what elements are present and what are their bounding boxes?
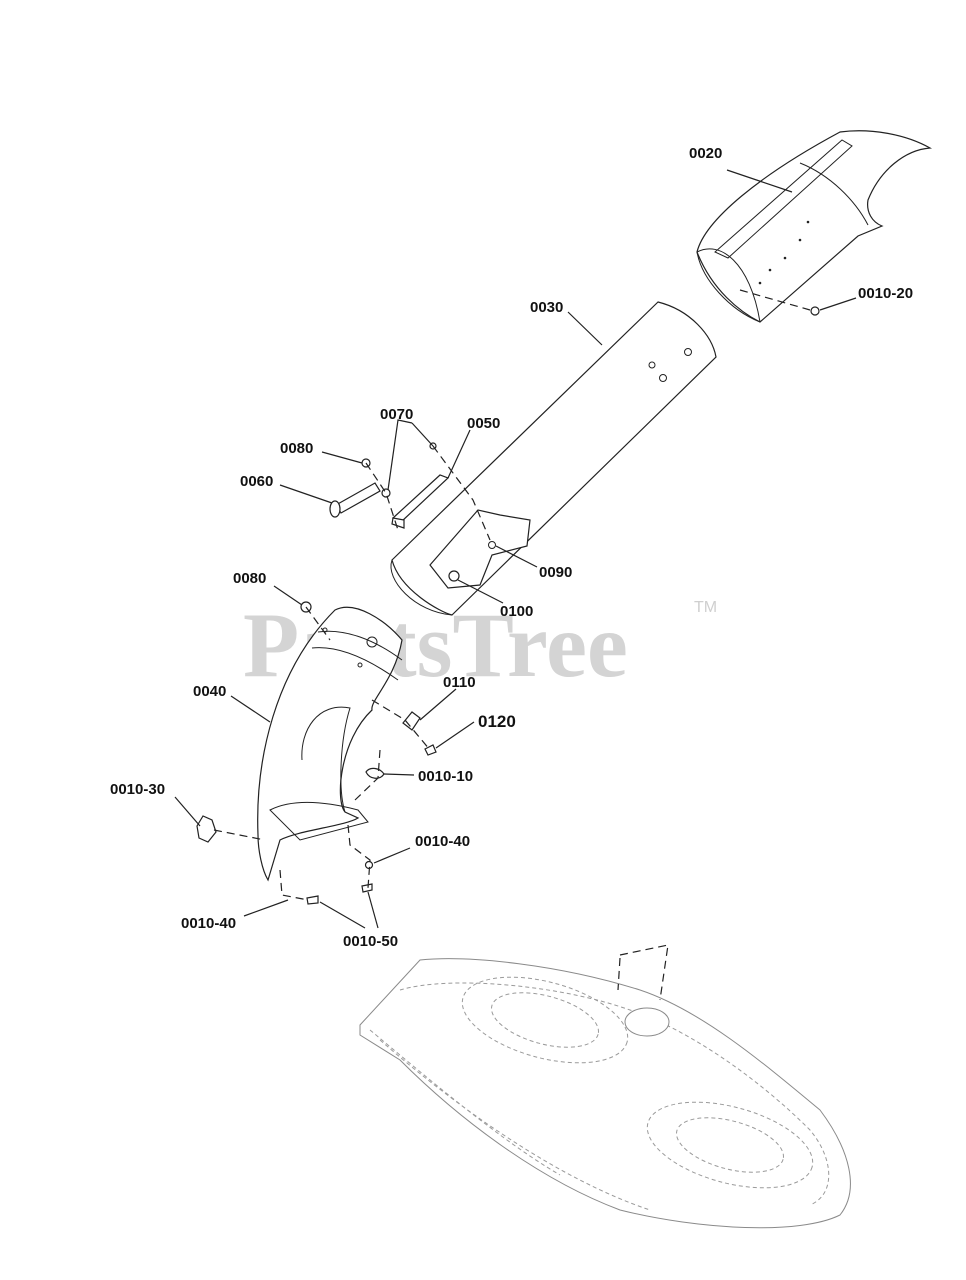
hardware-line [619, 944, 669, 1001]
callout-0010-30[interactable]: 0010-30 [110, 781, 165, 798]
callout-0010-40-left[interactable]: 0010-40 [181, 915, 236, 932]
part-0110-clip[interactable] [402, 711, 421, 731]
part-0070-spring[interactable] [381, 488, 391, 498]
part-0010-20-nut[interactable] [810, 306, 820, 316]
callout-0100[interactable]: 0100 [500, 603, 533, 620]
part-0060-pin[interactable] [329, 482, 381, 518]
callout-0030[interactable]: 0030 [530, 299, 563, 316]
callout-0010-40-right[interactable]: 0010-40 [415, 833, 470, 850]
callout-0080-upper[interactable]: 0080 [280, 440, 313, 457]
callout-0060[interactable]: 0060 [240, 473, 273, 490]
part-0010-50-bolt-right[interactable] [361, 883, 373, 893]
hardware-line [347, 824, 371, 889]
part-0090-plate[interactable] [429, 509, 531, 589]
part-0040-lower-chute[interactable] [257, 606, 403, 882]
callout-0010-10[interactable]: 0010-10 [418, 768, 473, 785]
callout-0050[interactable]: 0050 [467, 415, 500, 432]
watermark-tm: TM [694, 599, 717, 616]
hardware-line [354, 749, 381, 801]
hardware-line [279, 869, 309, 901]
hardware-line [371, 699, 431, 751]
hardware-line [213, 829, 266, 841]
callout-labels: 0020 0010-20 0030 0070 0050 0080 0060 00… [110, 145, 913, 950]
part-0100-bolt[interactable] [448, 570, 460, 582]
callout-0010-20[interactable]: 0010-20 [858, 285, 913, 302]
hardware-line [305, 606, 331, 641]
callout-0090[interactable]: 0090 [539, 564, 572, 581]
part-0120-screw[interactable] [424, 744, 437, 756]
part-0020-chute-deflector[interactable] [696, 130, 933, 323]
callout-0080-lower[interactable]: 0080 [233, 570, 266, 587]
callout-0120[interactable]: 0120 [478, 712, 516, 731]
callout-0010-50[interactable]: 0010-50 [343, 933, 398, 950]
part-0010-10-wing-nut[interactable] [365, 767, 385, 779]
part-0010-50-bolt-left[interactable] [306, 895, 319, 905]
part-0010-30-knob[interactable] [196, 815, 217, 843]
hardware-line [432, 445, 491, 541]
hardware-line [617, 957, 621, 991]
callout-0020[interactable]: 0020 [689, 145, 722, 162]
callout-0070[interactable]: 0070 [380, 406, 413, 423]
callout-0040[interactable]: 0040 [193, 683, 226, 700]
callout-0110[interactable]: 0110 [443, 674, 476, 691]
mower-deck [359, 958, 851, 1229]
leader-lines [174, 169, 857, 929]
